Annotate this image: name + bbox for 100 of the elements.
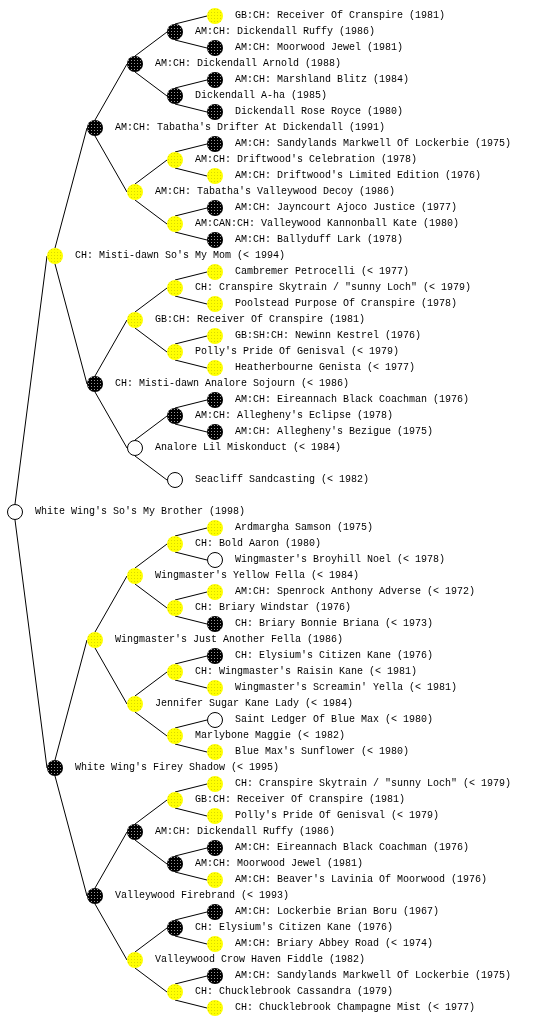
name-label: AM:CH: Dickendall Ruffy (1986) xyxy=(155,826,336,838)
name-label: AM:CH: Driftwood's Celebration (1978) xyxy=(195,154,418,166)
name-label: CH: Cranspire Skytrain / "sunny Loch" (< 1979) xyxy=(195,282,472,294)
name-label: CH: Wingmaster's Raisin Kane (< 1981) xyxy=(195,666,418,678)
connector-line xyxy=(134,799,168,825)
connector-line xyxy=(134,415,168,441)
name-label: Cambremer Petrocelli (< 1977) xyxy=(235,266,410,278)
name-label: AM:CH: Briary Abbey Road (< 1974) xyxy=(235,938,434,950)
connector-line xyxy=(94,647,128,705)
name-label: AM:CH: Allegheny's Bezigue (1975) xyxy=(235,426,434,438)
connector-line xyxy=(134,287,168,313)
name-label: AM:CH: Tabatha's Drifter At Dickendall (1991) xyxy=(115,122,386,134)
connector-line xyxy=(174,591,208,601)
name-label: Analore Lil Miskonduct (< 1984) xyxy=(155,442,342,454)
name-label: AM:CH: Sandylands Markwell Of Lockerbie (1975) xyxy=(235,970,512,982)
name-label: Valleywood Firebrand (< 1993) xyxy=(115,890,290,902)
connector-line xyxy=(174,655,208,665)
name-label: AM:CH: Tabatha's Valleywood Decoy (1986) xyxy=(155,186,396,198)
connector-line xyxy=(174,719,208,729)
connector-line xyxy=(174,871,208,881)
connector-line xyxy=(174,551,208,561)
name-label: AM:CH: Moorwood Jewel (1981) xyxy=(195,858,364,870)
connector-line xyxy=(134,543,168,569)
name-label: AM:CH: Marshland Blitz (1984) xyxy=(235,74,410,86)
name-label: CH: Elysium's Citizen Kane (1976) xyxy=(235,650,434,662)
connector-line xyxy=(174,79,208,89)
name-label: AM:CH: Eireannach Black Coachman (1976) xyxy=(235,842,470,854)
name-label: CH: Cranspire Skytrain / "sunny Loch" (< 1979) xyxy=(235,778,512,790)
connector-line xyxy=(174,935,208,945)
connector-line xyxy=(174,167,208,177)
name-label: Polly's Pride Of Genisval (< 1979) xyxy=(235,810,440,822)
connector-line xyxy=(174,335,208,345)
name-label: AM:CH: Beaver's Lavinia Of Moorwood (1976) xyxy=(235,874,488,886)
connector-line xyxy=(54,127,88,249)
name-label: Blue Max's Sunflower (< 1980) xyxy=(235,746,410,758)
connector-line xyxy=(14,255,48,505)
connector-line xyxy=(134,31,168,57)
name-label: Dickendall A-ha (1985) xyxy=(195,90,328,102)
name-label: Wingmaster's Broyhill Noel (< 1978) xyxy=(235,554,446,566)
name-label: Poolstead Purpose Of Cranspire (1978) xyxy=(235,298,458,310)
connector-line xyxy=(54,775,88,897)
connector-line xyxy=(174,359,208,369)
connector-line xyxy=(134,71,168,97)
connector-line xyxy=(134,927,168,953)
name-label: AM:CH: Lockerbie Brian Boru (1967) xyxy=(235,906,440,918)
connector-line xyxy=(174,423,208,433)
connector-line xyxy=(54,263,88,385)
connector-line xyxy=(174,103,208,113)
name-label: CH: Bold Aaron (1980) xyxy=(195,538,322,550)
connector-line xyxy=(134,671,168,697)
connector-line xyxy=(174,39,208,49)
connector-line xyxy=(174,295,208,305)
name-label: AM:CH: Eireannach Black Coachman (1976) xyxy=(235,394,470,406)
name-label: CH: Misti-dawn So's My Mom (< 1994) xyxy=(75,250,286,262)
connector-line xyxy=(134,583,168,609)
name-label: AM:CH: Spenrock Anthony Adverse (< 1972) xyxy=(235,586,476,598)
connector-line xyxy=(94,135,128,193)
connector-line xyxy=(134,839,168,865)
name-label: AM:CH: Sandylands Markwell Of Lockerbie (1975) xyxy=(235,138,512,150)
name-label: AM:CH: Dickendall Ruffy (1986) xyxy=(195,26,376,38)
name-label: AM:CH: Allegheny's Eclipse (1978) xyxy=(195,410,394,422)
name-label: AM:CH: Moorwood Jewel (1981) xyxy=(235,42,404,54)
connector-line xyxy=(134,327,168,353)
connector-line xyxy=(174,271,208,281)
connector-line xyxy=(174,911,208,921)
connector-line xyxy=(134,967,168,993)
name-label: CH: Briary Bonnie Briana (< 1973) xyxy=(235,618,434,630)
connector-line xyxy=(94,903,128,961)
connector-line xyxy=(174,807,208,817)
connector-line xyxy=(94,391,128,449)
connector-line xyxy=(134,711,168,737)
name-label: White Wing's So's My Brother (1998) xyxy=(35,506,246,518)
connector-line xyxy=(54,639,88,761)
name-label: Saint Ledger Of Blue Max (< 1980) xyxy=(235,714,434,726)
connector-line xyxy=(94,575,128,633)
name-label: Dickendall Rose Royce (1980) xyxy=(235,106,404,118)
name-label: CH: Briary Windstar (1976) xyxy=(195,602,352,614)
connector-line xyxy=(174,999,208,1009)
name-label: Heatherbourne Genista (< 1977) xyxy=(235,362,416,374)
connector-line xyxy=(174,743,208,753)
name-label: AM:CH: Jayncourt Ajoco Justice (1977) xyxy=(235,202,458,214)
name-label: GB:CH: Receiver Of Cranspire (1981) xyxy=(155,314,366,326)
name-label: White Wing's Firey Shadow (< 1995) xyxy=(75,762,280,774)
name-label: Wingmaster's Yellow Fella (< 1984) xyxy=(155,570,360,582)
connector-line xyxy=(174,847,208,857)
name-label: Wingmaster's Just Another Fella (1986) xyxy=(115,634,344,646)
connector-line xyxy=(174,231,208,241)
connector-line xyxy=(94,319,128,377)
name-label: GB:SH:CH: Newinn Kestrel (1976) xyxy=(235,330,422,342)
connector-line xyxy=(14,519,48,769)
connector-line xyxy=(134,455,168,481)
connector-line xyxy=(94,831,128,889)
name-label: AM:CH: Driftwood's Limited Edition (1976) xyxy=(235,170,482,182)
name-label: Wingmaster's Screamin' Yella (< 1981) xyxy=(235,682,458,694)
name-label: AM:CAN:CH: Valleywood Kannonball Kate (1980) xyxy=(195,218,460,230)
name-label: GB:CH: Receiver Of Cranspire (1981) xyxy=(235,10,446,22)
connector-line xyxy=(174,15,208,25)
name-label: AM:CH: Ballyduff Lark (1978) xyxy=(235,234,404,246)
connector-line xyxy=(174,399,208,409)
connector-line xyxy=(174,207,208,217)
